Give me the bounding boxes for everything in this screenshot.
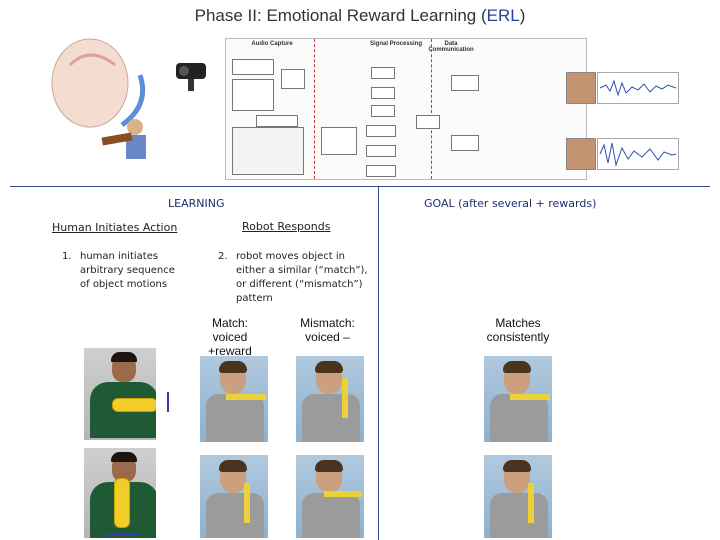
page-title: Phase II: Emotional Reward Learning (ERL… (194, 6, 526, 25)
robot-match-vertical (200, 455, 268, 538)
brain-violinist-illustration (40, 35, 180, 165)
robot-goal-horizontal (484, 356, 552, 442)
step-1: 1. human initiates arbitrary sequence of… (62, 251, 175, 290)
waveform-plot-top (597, 72, 679, 104)
waveform-plot-bottom (597, 138, 679, 170)
data-communication-heading: Data Communication (428, 41, 474, 53)
robot-responds-heading: Robot Responds (242, 220, 331, 233)
face-photo-bottom (566, 138, 596, 170)
goal-caption: Matches consistently (486, 316, 550, 344)
learning-label: LEARNING (168, 197, 225, 210)
human-photo-vertical (84, 448, 156, 538)
robot-mismatch-vertical (296, 356, 364, 442)
horizontal-motion-arrow (104, 534, 140, 536)
robot-match-horizontal (200, 356, 268, 442)
horizontal-divider (10, 186, 710, 187)
goal-label: GOAL (after several + rewards) (424, 197, 597, 210)
audio-capture-heading: Audio Capture (251, 41, 293, 47)
mismatch-caption: Mismatch: voiced – (300, 316, 355, 344)
vertical-motion-arrow (167, 392, 169, 412)
vertical-divider (378, 186, 379, 540)
robot-mismatch-horizontal (296, 455, 364, 538)
human-photo-horizontal (84, 348, 156, 440)
human-initiates-heading: Human Initiates Action (52, 221, 178, 234)
match-caption: Match: voiced +reward (208, 316, 252, 358)
signal-flow-diagram: Audio Capture Signal Processing Data Com… (225, 38, 587, 180)
robot-goal-vertical (484, 455, 552, 538)
camera-image (172, 55, 212, 95)
step-2: 2. robot moves object in either a simila… (218, 251, 368, 304)
face-photo-top (566, 72, 596, 104)
signal-processing-heading: Signal Processing (369, 41, 423, 47)
